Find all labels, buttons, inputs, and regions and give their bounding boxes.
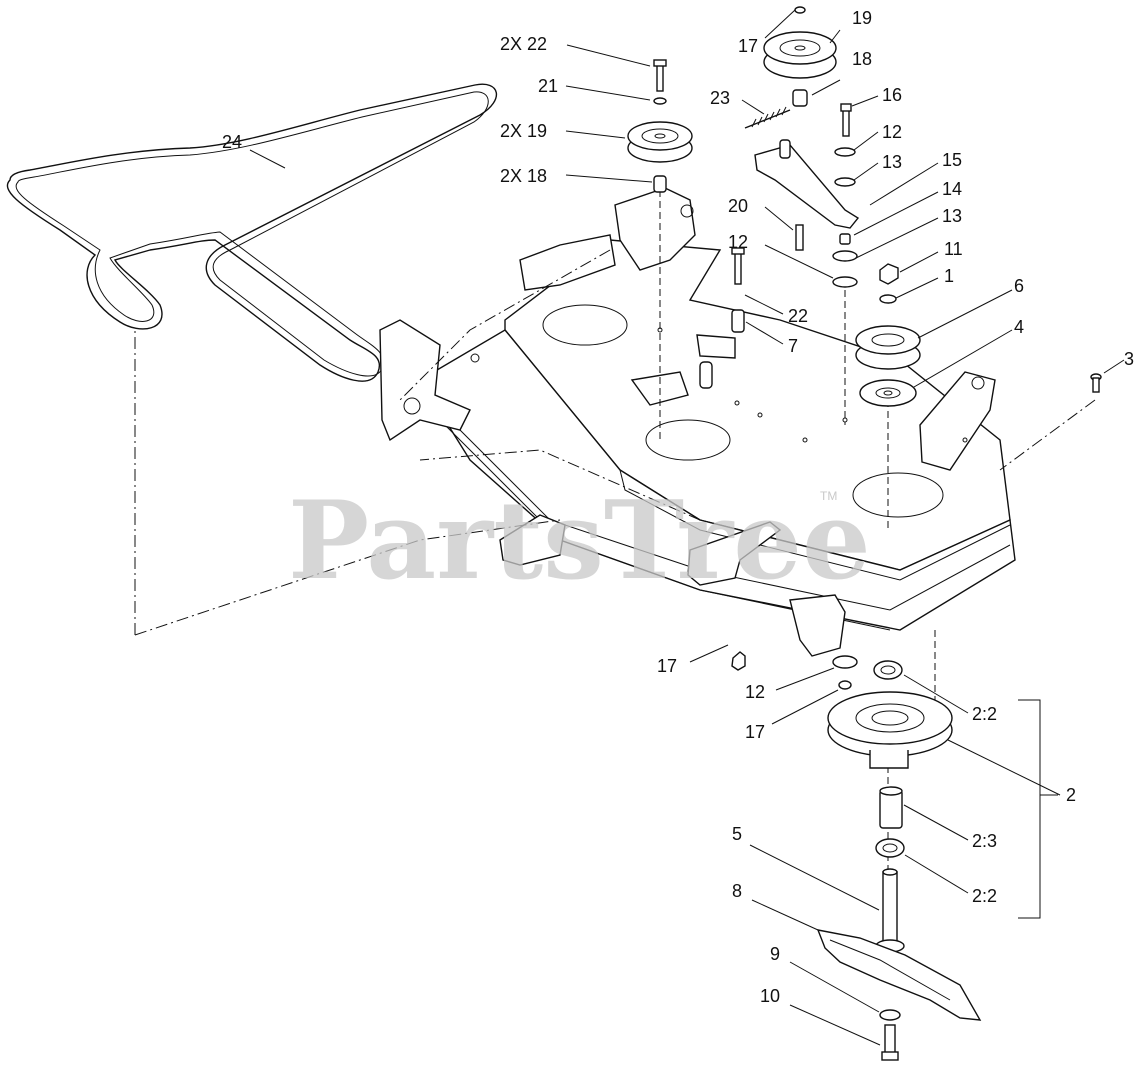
callout-label[interactable]: 17 (745, 722, 765, 742)
callout-label[interactable]: 12 (745, 682, 765, 702)
callout-label[interactable]: 8 (732, 881, 742, 901)
watermark-tm: TM (820, 489, 837, 503)
callout-label[interactable]: 2X 18 (500, 166, 547, 186)
watermark-text: PartsTree (288, 478, 871, 604)
callout-label[interactable]: 19 (852, 8, 872, 28)
callout-label[interactable]: 2X 22 (500, 34, 547, 54)
callout-label[interactable]: 18 (852, 49, 872, 69)
callout-label[interactable]: 2:2 (972, 704, 997, 724)
callout-label[interactable]: 12 (882, 122, 902, 142)
callout-label[interactable]: 21 (538, 76, 558, 96)
callout-label[interactable]: 1 (944, 266, 954, 286)
callout-label[interactable]: 20 (728, 196, 748, 216)
idler-stack-right[interactable] (731, 6, 1102, 407)
callout-label[interactable]: 2:3 (972, 831, 997, 851)
callout-label[interactable]: 24 (222, 132, 242, 152)
callout-label[interactable]: 7 (788, 336, 798, 356)
callout-label[interactable]: 2X 19 (500, 121, 547, 141)
mower-deck[interactable] (379, 187, 1016, 657)
callout-label[interactable]: 5 (732, 824, 742, 844)
callout-label[interactable]: 22 (788, 306, 808, 326)
callout-label[interactable]: 3 (1124, 349, 1134, 369)
callout-label[interactable]: 6 (1014, 276, 1024, 296)
spindle-assembly[interactable] (731, 651, 982, 1061)
callout-label[interactable]: 15 (942, 150, 962, 170)
callout-label[interactable]: 17 (738, 36, 758, 56)
callout-label[interactable]: 2:2 (972, 886, 997, 906)
belt-24[interactable] (6, 83, 498, 382)
idler-stack-left[interactable] (627, 59, 693, 193)
callout-label[interactable]: 17 (657, 656, 677, 676)
callout-label[interactable]: 9 (770, 944, 780, 964)
callout-label[interactable]: 10 (760, 986, 780, 1006)
callout-label[interactable]: 14 (942, 179, 962, 199)
callout-labels: 2X 22 21 2X 19 2X 18 24 17 19 18 23 16 1… (222, 8, 1134, 1006)
callout-label[interactable]: 12 (728, 232, 748, 252)
callout-label[interactable]: 16 (882, 85, 902, 105)
callout-label[interactable]: 11 (944, 239, 963, 259)
callout-label[interactable]: 4 (1014, 317, 1024, 337)
leader-lines (249, 9, 1125, 1046)
callout-label[interactable]: 13 (882, 152, 902, 172)
callout-label[interactable]: 23 (710, 88, 730, 108)
callout-label[interactable]: 2 (1066, 785, 1076, 805)
callout-label[interactable]: 13 (942, 206, 962, 226)
